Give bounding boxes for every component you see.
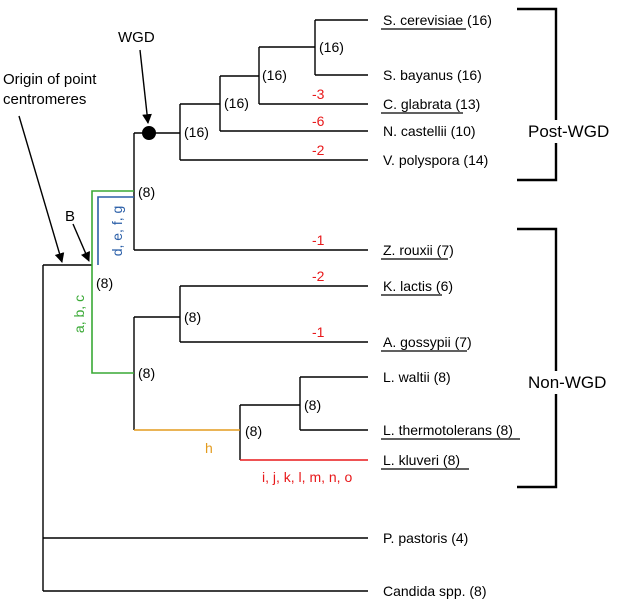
node-count: (16): [224, 95, 249, 111]
node-count: (8): [138, 365, 155, 381]
branch-change: -3: [312, 86, 325, 102]
post-wgd-label-backing: [525, 120, 613, 143]
post-wgd-bracket: [517, 7, 558, 182]
taxon-label: V. polyspora (14): [383, 152, 488, 168]
taxon-label: L. kluveri (8): [383, 452, 460, 468]
origin-arrow: [18, 115, 65, 263]
branch-change: -1: [312, 232, 325, 248]
branch-green: [91, 190, 134, 265]
branch-blue: [97, 196, 134, 265]
branch-change: -6: [312, 113, 325, 129]
node-count: (8): [184, 309, 201, 325]
event-label-blue: d, e, f, g: [109, 206, 125, 257]
wgd-arrow: [139, 49, 152, 124]
node-count: (16): [184, 124, 209, 140]
event-label-orange: h: [205, 440, 213, 456]
branch-changes: -3 -6 -2 -1 -2 -1: [312, 86, 325, 340]
taxon-label: C. glabrata (13): [383, 96, 480, 112]
tree-branches: [42, 19, 368, 592]
wgd-annotation: WGD: [118, 29, 155, 46]
node-count: (16): [319, 39, 344, 55]
event-label-green: a, b, c: [71, 295, 87, 333]
branch-green-lower: [91, 265, 134, 374]
node-counts: (16) (16) (16) (16) (8) (8) (8) (8) (8) …: [96, 39, 344, 439]
taxon-underlines: [381, 28, 520, 470]
node-count: (16): [262, 67, 287, 83]
node-count: (8): [96, 275, 113, 291]
taxon-label: L. waltii (8): [383, 369, 451, 385]
node-count: (8): [138, 184, 155, 200]
non-wgd-label: Non-WGD: [528, 373, 606, 392]
taxon-label: S. cerevisiae (16): [383, 12, 492, 28]
taxon-label: Candida spp. (8): [383, 583, 487, 599]
origin-annotation-line2: centromeres: [3, 91, 86, 108]
b-annotation: B: [65, 208, 75, 225]
taxon-label: A. gossypii (7): [383, 334, 472, 350]
node-count: (8): [245, 423, 262, 439]
branch-change: -1: [312, 324, 325, 340]
wgd-node-dot: [142, 126, 156, 140]
taxon-label: N. castellii (10): [383, 123, 476, 139]
b-arrow: [72, 223, 90, 262]
origin-annotation-line1: Origin of point: [3, 71, 97, 88]
post-wgd-label: Post-WGD: [528, 122, 609, 141]
taxon-label: S. bayanus (16): [383, 67, 482, 83]
taxon-labels: S. cerevisiae (16) S. bayanus (16) C. gl…: [383, 12, 513, 599]
branch-change: -2: [312, 268, 325, 284]
taxon-label: L. thermotolerans (8): [383, 422, 513, 438]
node-count: (8): [304, 397, 321, 413]
non-wgd-label-backing: [525, 371, 610, 394]
taxon-label: Z. rouxii (7): [383, 242, 454, 258]
non-wgd-bracket: [517, 227, 558, 489]
taxon-label: K. lactis (6): [383, 278, 453, 294]
branch-change: -2: [312, 142, 325, 158]
taxon-label: P. pastoris (4): [383, 530, 468, 546]
event-label-red: i, j, k, l, m, n, o: [262, 469, 352, 485]
